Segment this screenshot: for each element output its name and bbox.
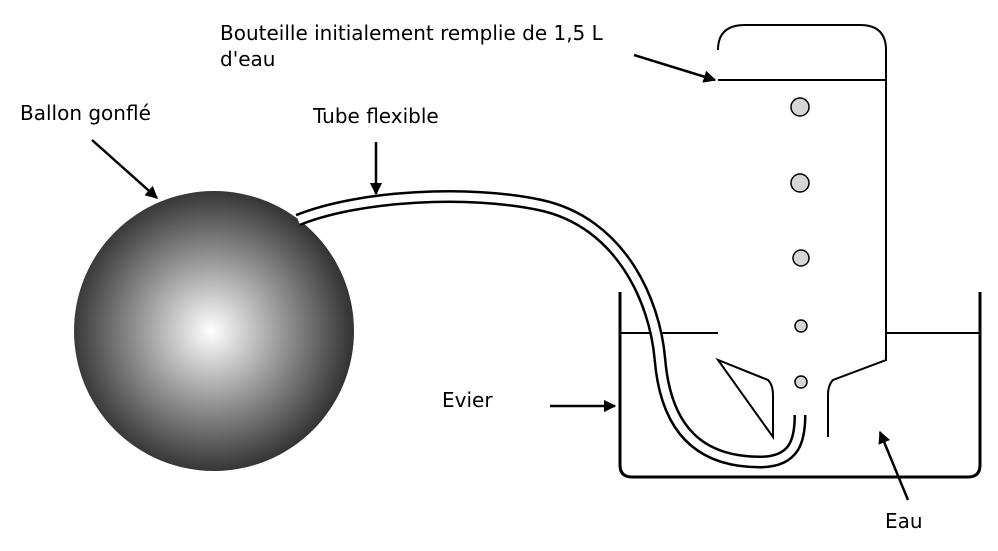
tube-label: Tube flexible [312, 104, 439, 128]
balloon [74, 191, 354, 471]
balloon-label: Ballon gonflé [20, 101, 151, 125]
bottle [715, 24, 887, 441]
flexible-tube [295, 190, 807, 469]
bottle-label-line1: Bouteille initialement remplie de 1,5 L [220, 21, 604, 45]
balloon-arrow [91, 139, 158, 199]
bubble [790, 97, 810, 117]
water-label: Eau [885, 509, 923, 533]
bubble [792, 249, 810, 267]
bubbles [790, 97, 810, 389]
bubble [794, 375, 808, 389]
sink [618, 292, 982, 479]
water-arrow [878, 430, 910, 501]
bubble [790, 173, 810, 193]
bubble [794, 319, 808, 333]
sink-label: Evier [442, 388, 493, 412]
bottle-label-line2: d'eau [220, 47, 275, 71]
bottle-arrow [633, 53, 717, 83]
